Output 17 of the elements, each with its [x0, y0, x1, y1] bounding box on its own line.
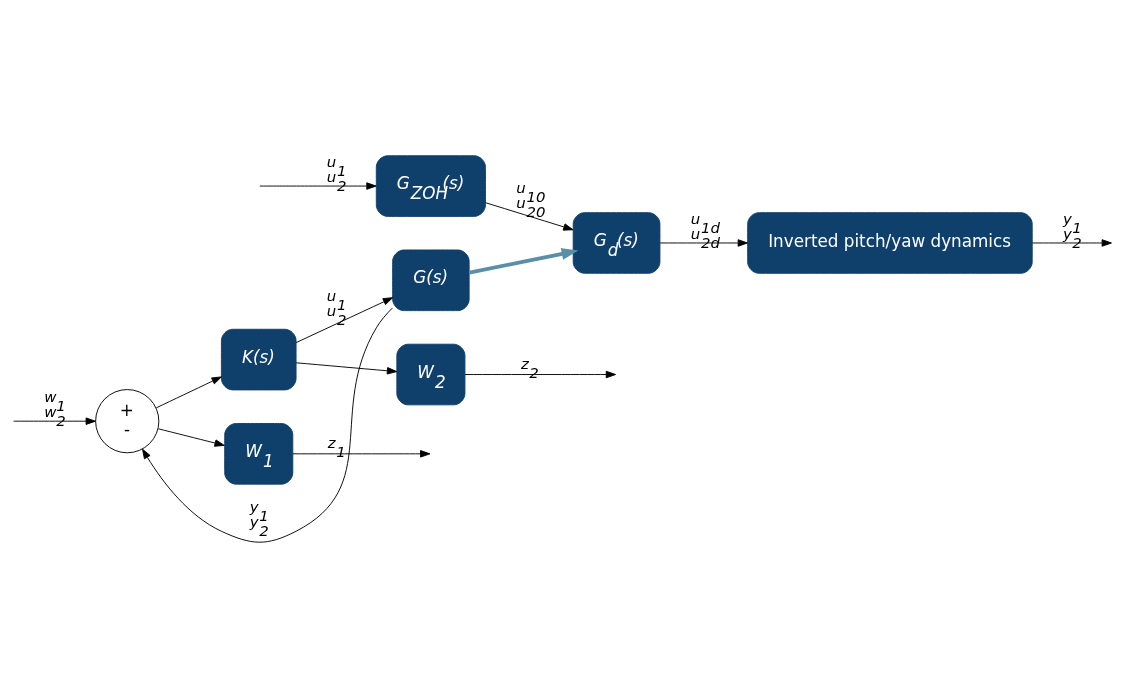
arrow [259, 182, 377, 190]
arrow [13, 417, 96, 425]
arrow [485, 202, 574, 231]
arrow [295, 297, 394, 344]
node-box: G(s) [392, 249, 470, 312]
arrow [155, 376, 222, 409]
arrow [659, 239, 748, 247]
arrow [142, 307, 393, 543]
arrow [1032, 239, 1112, 247]
node-box: K(s) [220, 328, 297, 391]
node-circle: + - [95, 389, 160, 454]
arrow [469, 248, 579, 275]
node-box: Inverted pitch/yaw dynamics [747, 212, 1033, 274]
arrow [292, 450, 431, 458]
arrow [295, 362, 398, 375]
arrow [157, 428, 225, 447]
arrow [464, 370, 617, 379]
